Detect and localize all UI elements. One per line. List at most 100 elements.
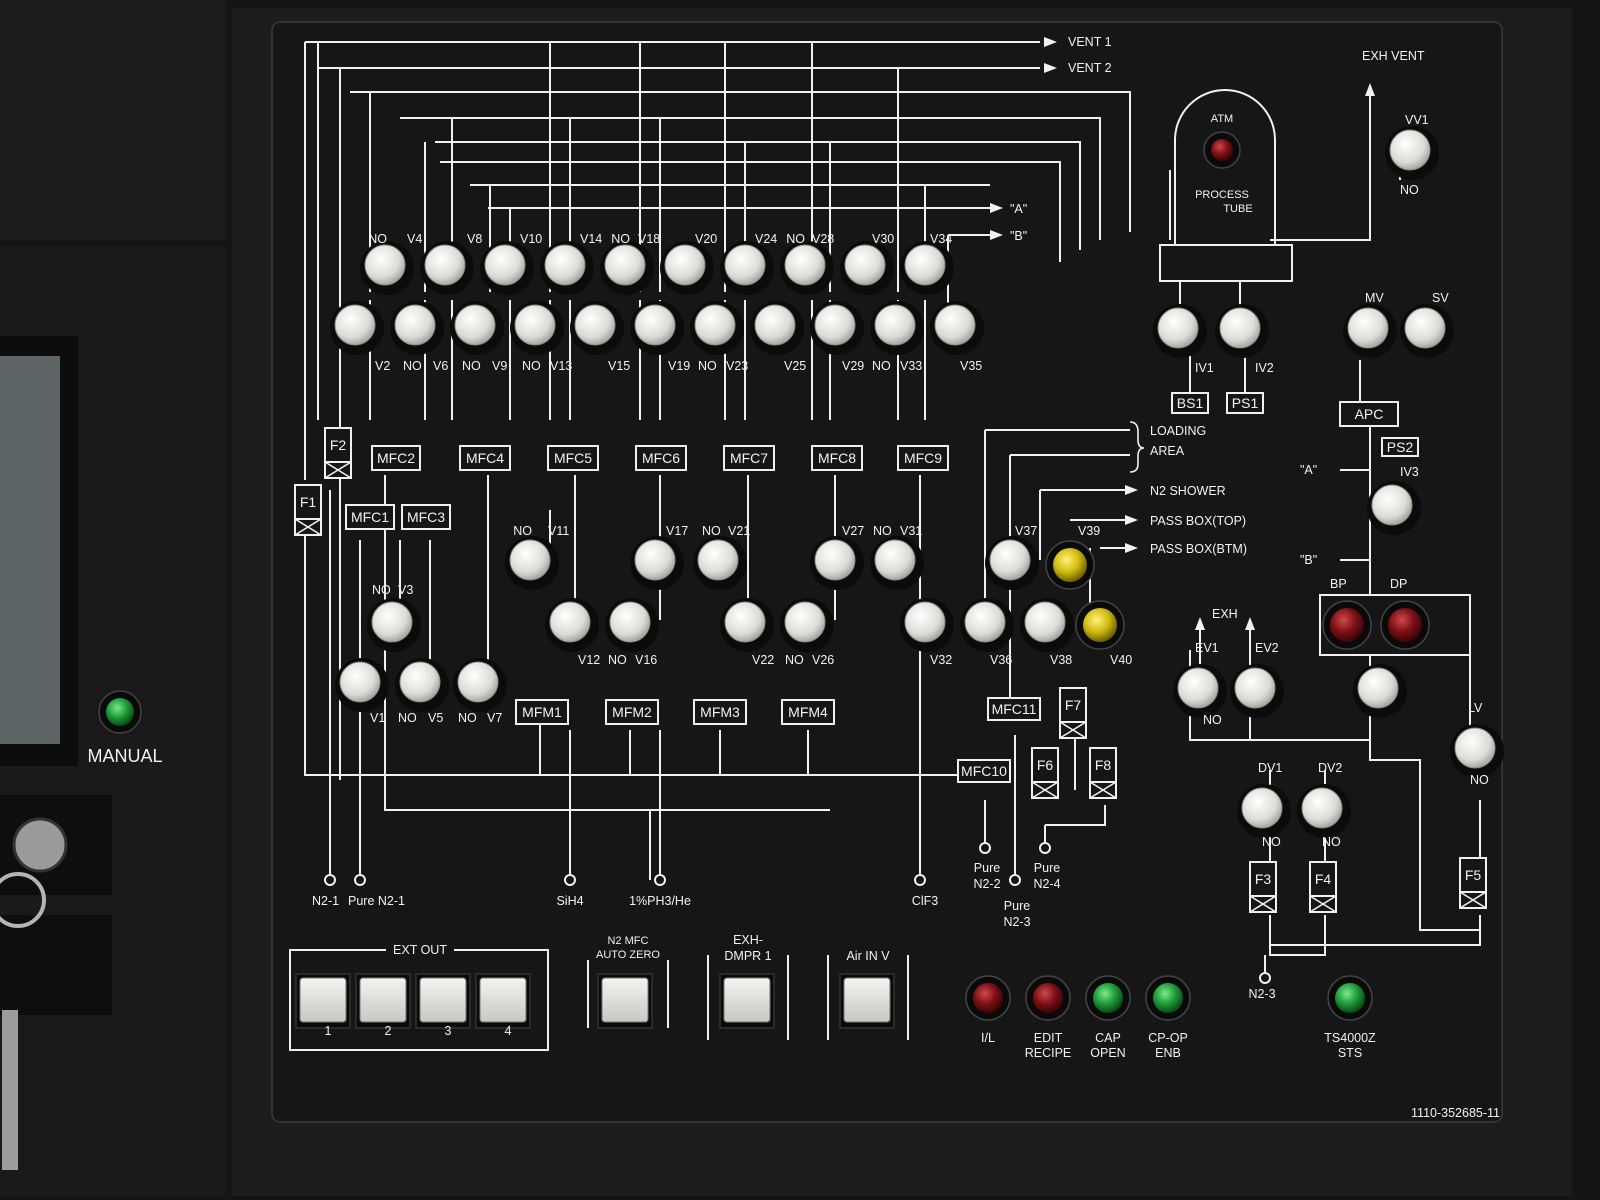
valve-vv1-knob[interactable]: [1389, 129, 1431, 171]
apc-box-label: APC: [1355, 406, 1384, 422]
valve-v1-knob[interactable]: [339, 661, 381, 703]
exh-dmpr-1-button[interactable]: [723, 977, 771, 1023]
valve-v16-knob[interactable]: [609, 601, 651, 643]
pass-box-btm-label: PASS BOX(BTM): [1150, 542, 1247, 556]
valve-label-34: V27: [842, 524, 864, 538]
ts4000z-label-2: STS: [1338, 1046, 1362, 1060]
valve-v11-knob[interactable]: [509, 539, 551, 581]
ext-out-number-2: 2: [385, 1024, 392, 1038]
valve-label-44: V22: [752, 653, 774, 667]
valve-v21-knob[interactable]: [697, 539, 739, 581]
valve-v5-knob[interactable]: [399, 661, 441, 703]
n2-mfc-auto-zero-button[interactable]: [601, 977, 649, 1023]
ts4000z-lamp: [1335, 983, 1365, 1013]
key-switch[interactable]: [12, 817, 68, 873]
valve-label-35: NO: [873, 524, 892, 538]
a-label: "A": [1010, 202, 1027, 216]
valve-top-3-knob[interactable]: [484, 244, 526, 286]
pure-n2-3-label-1: Pure: [1004, 899, 1030, 913]
inlet-ph3: [654, 874, 666, 886]
bs1-box-label: BS1: [1177, 395, 1204, 411]
valve-label-42: NO: [608, 653, 627, 667]
inlet-pure-n2-1: [354, 874, 366, 886]
indicator-lamp-2: [1033, 983, 1063, 1013]
valve-top-7-knob[interactable]: [724, 244, 766, 286]
valve-v31-knob[interactable]: [874, 539, 916, 581]
indicator-lamp-3: [1093, 983, 1123, 1013]
sih4-label: SiH4: [556, 894, 583, 908]
valve-v27-knob[interactable]: [814, 539, 856, 581]
valve-v38-knob[interactable]: [1024, 601, 1066, 643]
ext-out-button-3[interactable]: [419, 977, 467, 1023]
valve-row2-8-knob[interactable]: [754, 304, 796, 346]
valve-iv3-knob[interactable]: [1371, 484, 1413, 526]
valve-v3-knob[interactable]: [371, 601, 413, 643]
valve-row2-10-knob[interactable]: [874, 304, 916, 346]
valve-label-66: BP: [1330, 577, 1347, 591]
valve-top-2-knob[interactable]: [424, 244, 466, 286]
valve-row2-2-knob[interactable]: [394, 304, 436, 346]
mfc3-box: [401, 504, 451, 530]
part-number: 1110-352685-11: [1411, 1106, 1500, 1120]
valve-row2-6-knob[interactable]: [634, 304, 676, 346]
valve-v17-knob[interactable]: [634, 539, 676, 581]
valve-label-3: V10: [520, 232, 542, 246]
valve-v37-knob[interactable]: [989, 539, 1031, 581]
valve-label-20: V15: [608, 359, 630, 373]
ext-out-button-2[interactable]: [359, 977, 407, 1023]
valve-lv-knob[interactable]: [1454, 727, 1496, 769]
valve-label-46: V26: [812, 653, 834, 667]
valve-label-21: V19: [668, 359, 690, 373]
valve-ev1-knob[interactable]: [1177, 667, 1219, 709]
valve-top-10-knob[interactable]: [904, 244, 946, 286]
ext-out-button-4[interactable]: [479, 977, 527, 1023]
valve-label-73: NO: [1322, 835, 1341, 849]
valve-label-23: V23: [726, 359, 748, 373]
valve-v12-knob[interactable]: [549, 601, 591, 643]
mfm3-box: [693, 699, 747, 725]
valve-row2-5-knob[interactable]: [574, 304, 616, 346]
valve-row2-3-knob[interactable]: [454, 304, 496, 346]
valve-v32-knob[interactable]: [904, 601, 946, 643]
valve-label-0: NO: [368, 232, 387, 246]
valve-label-36: V31: [900, 524, 922, 538]
f6-filter-label: F6: [1037, 757, 1054, 773]
valve-ev2-knob[interactable]: [1234, 667, 1276, 709]
valve-bp-dp-knob[interactable]: [1357, 667, 1399, 709]
valve-v36-knob[interactable]: [964, 601, 1006, 643]
valve-top-6-knob[interactable]: [664, 244, 706, 286]
air-in-v-button[interactable]: [843, 977, 891, 1023]
valve-top-5-knob[interactable]: [604, 244, 646, 286]
indicator-label-4-a: CP-OP: [1148, 1031, 1188, 1045]
mfm4-box: [781, 699, 835, 725]
valve-iv2-knob[interactable]: [1219, 307, 1261, 349]
valve-row2-7-knob[interactable]: [694, 304, 736, 346]
valve-label-50: V40: [1110, 653, 1132, 667]
valve-row2-1-knob[interactable]: [334, 304, 376, 346]
b-right-label: "B": [1300, 553, 1317, 567]
valve-iv1-knob[interactable]: [1157, 307, 1199, 349]
ext-out-button-1[interactable]: [299, 977, 347, 1023]
valve-v26-knob[interactable]: [784, 601, 826, 643]
valve-top-8-knob[interactable]: [784, 244, 826, 286]
valve-row2-11-knob[interactable]: [934, 304, 976, 346]
exh-dmpr-frame: [707, 955, 789, 1040]
ext-out-number-1: 1: [325, 1024, 332, 1038]
valve-v22-knob[interactable]: [724, 601, 766, 643]
ps2-box-label: PS2: [1387, 439, 1414, 455]
valve-dv2-knob[interactable]: [1301, 787, 1343, 829]
valve-top-9-knob[interactable]: [844, 244, 886, 286]
bp-lamp: [1330, 608, 1364, 642]
valve-sv-knob[interactable]: [1404, 307, 1446, 349]
mfc9-box: [897, 445, 949, 471]
valve-top-4-knob[interactable]: [544, 244, 586, 286]
valve-row2-4-knob[interactable]: [514, 304, 556, 346]
valve-v7-knob[interactable]: [457, 661, 499, 703]
valve-top-1-knob[interactable]: [364, 244, 406, 286]
valve-row2-9-knob[interactable]: [814, 304, 856, 346]
valve-label-41: V12: [578, 653, 600, 667]
valve-mv-knob[interactable]: [1347, 307, 1389, 349]
inlet-n2-3: [1259, 972, 1271, 984]
pipe: [435, 141, 1081, 250]
valve-dv1-knob[interactable]: [1241, 787, 1283, 829]
